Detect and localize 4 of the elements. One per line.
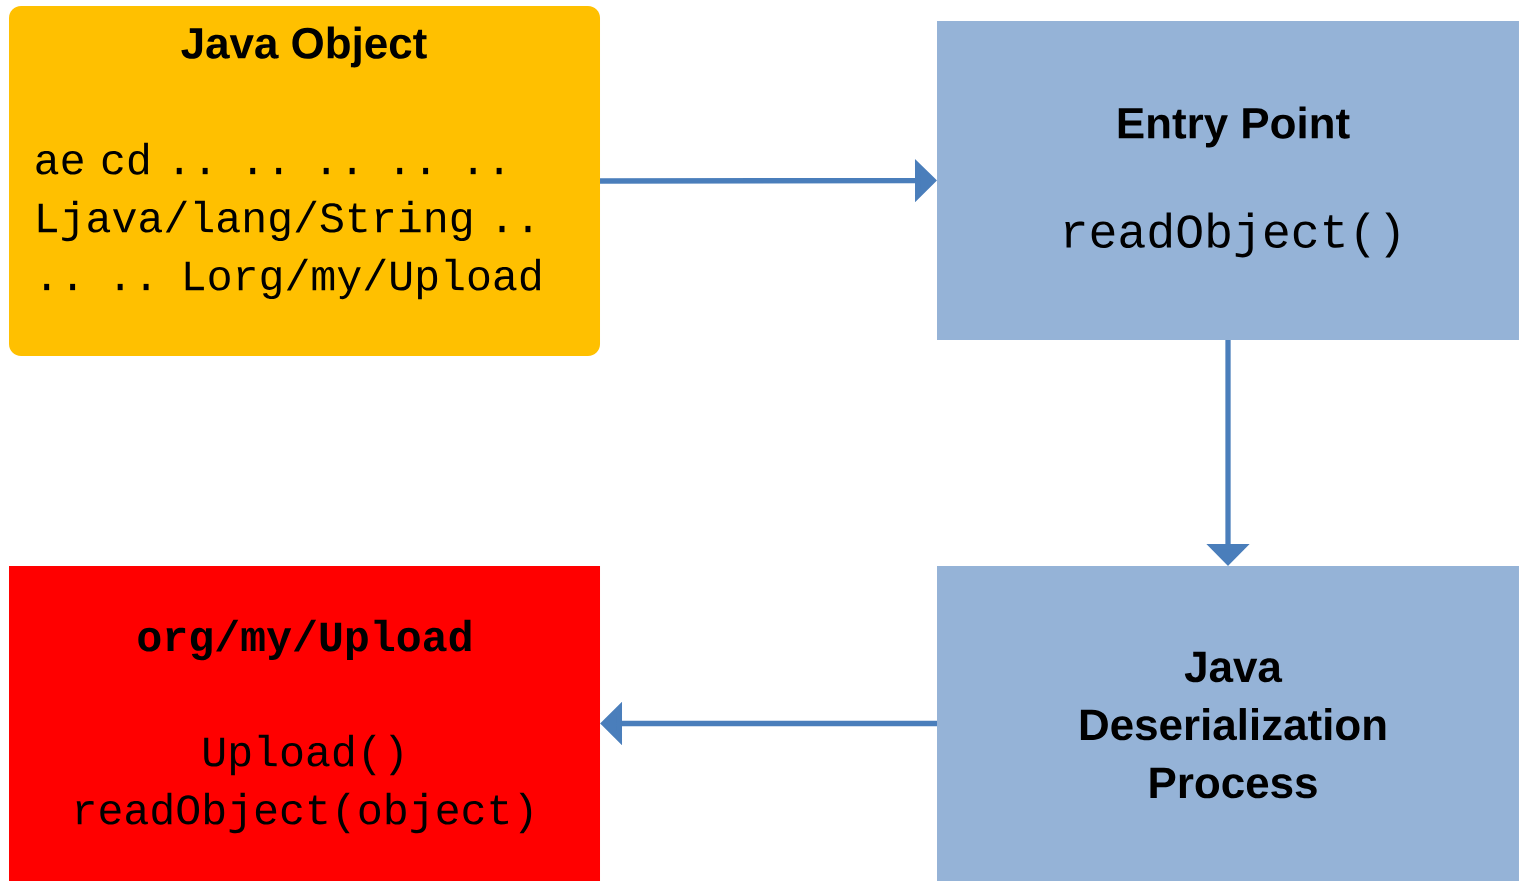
code-box: Java Object ae cd .. .. .. .. .. Ljava/lang/String .. .. .. Lorg/my/Upload <box>9 6 600 356</box>
process-box: Java Deserialization Process <box>937 566 1519 881</box>
process-box: Entry Point readObject() <box>937 21 1519 340</box>
class-box: org/my/Upload Upload() readObject(object) <box>9 566 600 881</box>
